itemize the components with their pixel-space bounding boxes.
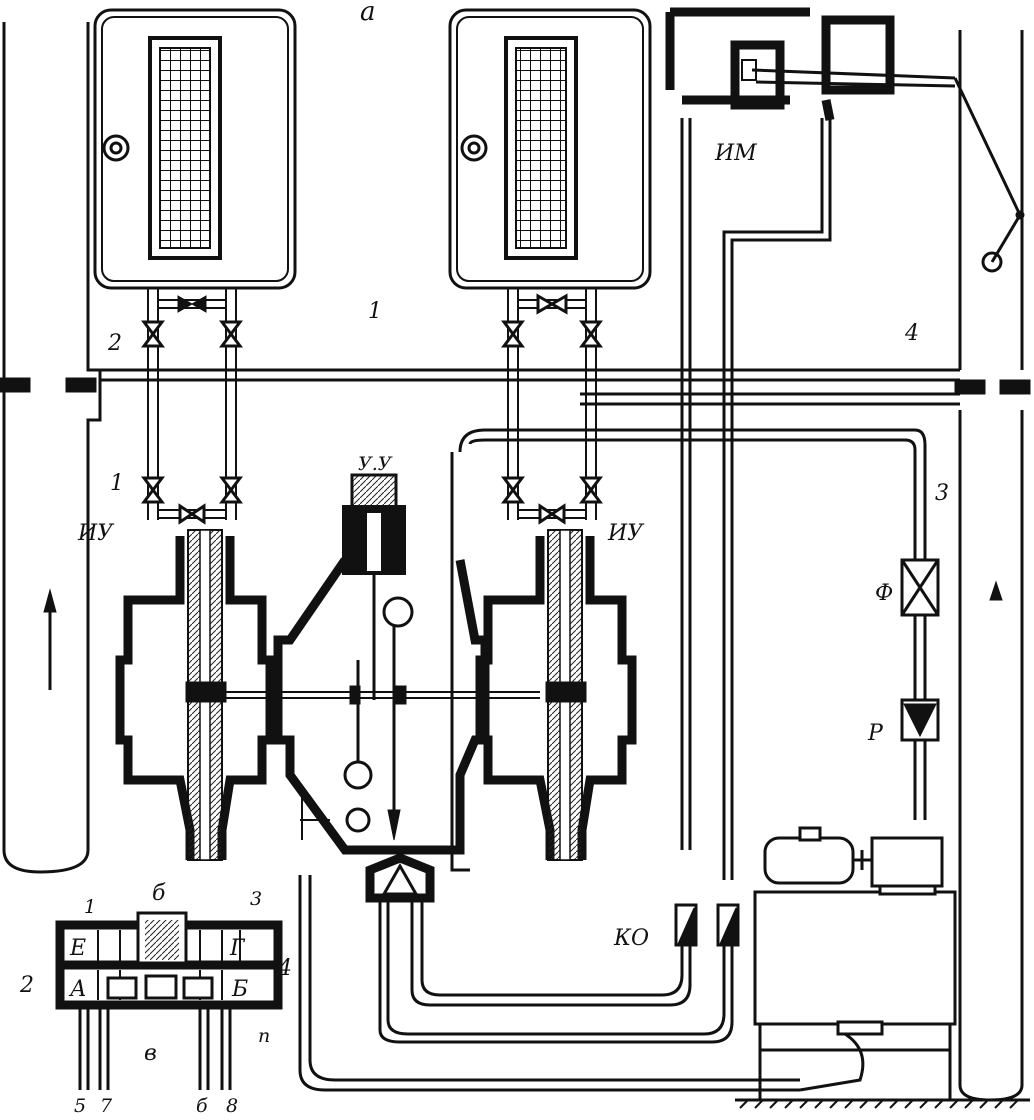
inset-label-v: в: [144, 1041, 157, 1066]
valve-icon: [501, 293, 603, 525]
return-lines: [298, 875, 800, 1092]
inset-label-p: п: [258, 1025, 270, 1047]
label-2: 2: [107, 331, 122, 356]
detail-inset: [55, 911, 283, 1090]
figure-label-a: а: [360, 0, 376, 27]
label-1-mid: 1: [368, 299, 382, 324]
label-iu-left: ИУ: [77, 521, 115, 546]
label-4: 4: [904, 321, 919, 346]
inset-label-3: 3: [250, 888, 262, 910]
inset-label-7: 7: [100, 1095, 113, 1117]
right-duct: [953, 30, 1031, 1102]
flow-arrow-icon: [43, 588, 57, 613]
control-unit: [226, 473, 540, 903]
label-1-left: 1: [110, 471, 124, 496]
label-3: 3: [935, 481, 949, 506]
label-actuator: ИМ: [714, 141, 757, 166]
label-control-unit: У.У: [358, 453, 393, 475]
inset-label-5: 5: [74, 1095, 86, 1117]
pump-feed-line: [450, 428, 940, 872]
measuring-unit-right: [475, 529, 637, 861]
label-iu-right: ИУ: [607, 521, 645, 546]
gauge-panel-left: [93, 8, 297, 290]
motor-icon: [763, 826, 944, 896]
inset-label-a: А: [68, 977, 87, 1002]
inset-label-b: б: [152, 881, 166, 906]
inset-label-b-cap: Б: [231, 977, 248, 1002]
left-duct: [0, 22, 102, 874]
inset-label-1: 1: [84, 896, 96, 918]
inset-label-6: б: [196, 1095, 208, 1117]
valve-icon: [141, 295, 243, 525]
measuring-unit-left: [115, 529, 275, 861]
gauge-panel-right: [448, 8, 652, 290]
inset-label-8: 8: [226, 1095, 238, 1117]
inset-label-4: 4: [277, 956, 292, 981]
filter-icon: [900, 558, 940, 617]
flow-arrow-icon: [989, 580, 1003, 601]
inset-label-e: Е: [69, 936, 86, 961]
actuator: [665, 7, 956, 880]
check-valve-icon: [900, 698, 940, 742]
label-filter: Ф: [875, 581, 893, 606]
impulse-lines-left: [141, 288, 243, 525]
header-pipes: [100, 368, 960, 406]
check-valve-icon: [674, 903, 740, 947]
label-check-valves: КО: [613, 926, 649, 951]
label-valve-p: Р: [867, 721, 884, 746]
inset-label-g: Г: [229, 936, 246, 961]
labels: а 2 1 ИУ 1 У.У ИУ ИМ 4 3 Ф Р КО б 1 3 2 …: [19, 0, 949, 1117]
inset-label-2: 2: [19, 973, 34, 998]
impulse-lines-right: [501, 288, 603, 525]
pump-station: [735, 826, 1030, 1109]
